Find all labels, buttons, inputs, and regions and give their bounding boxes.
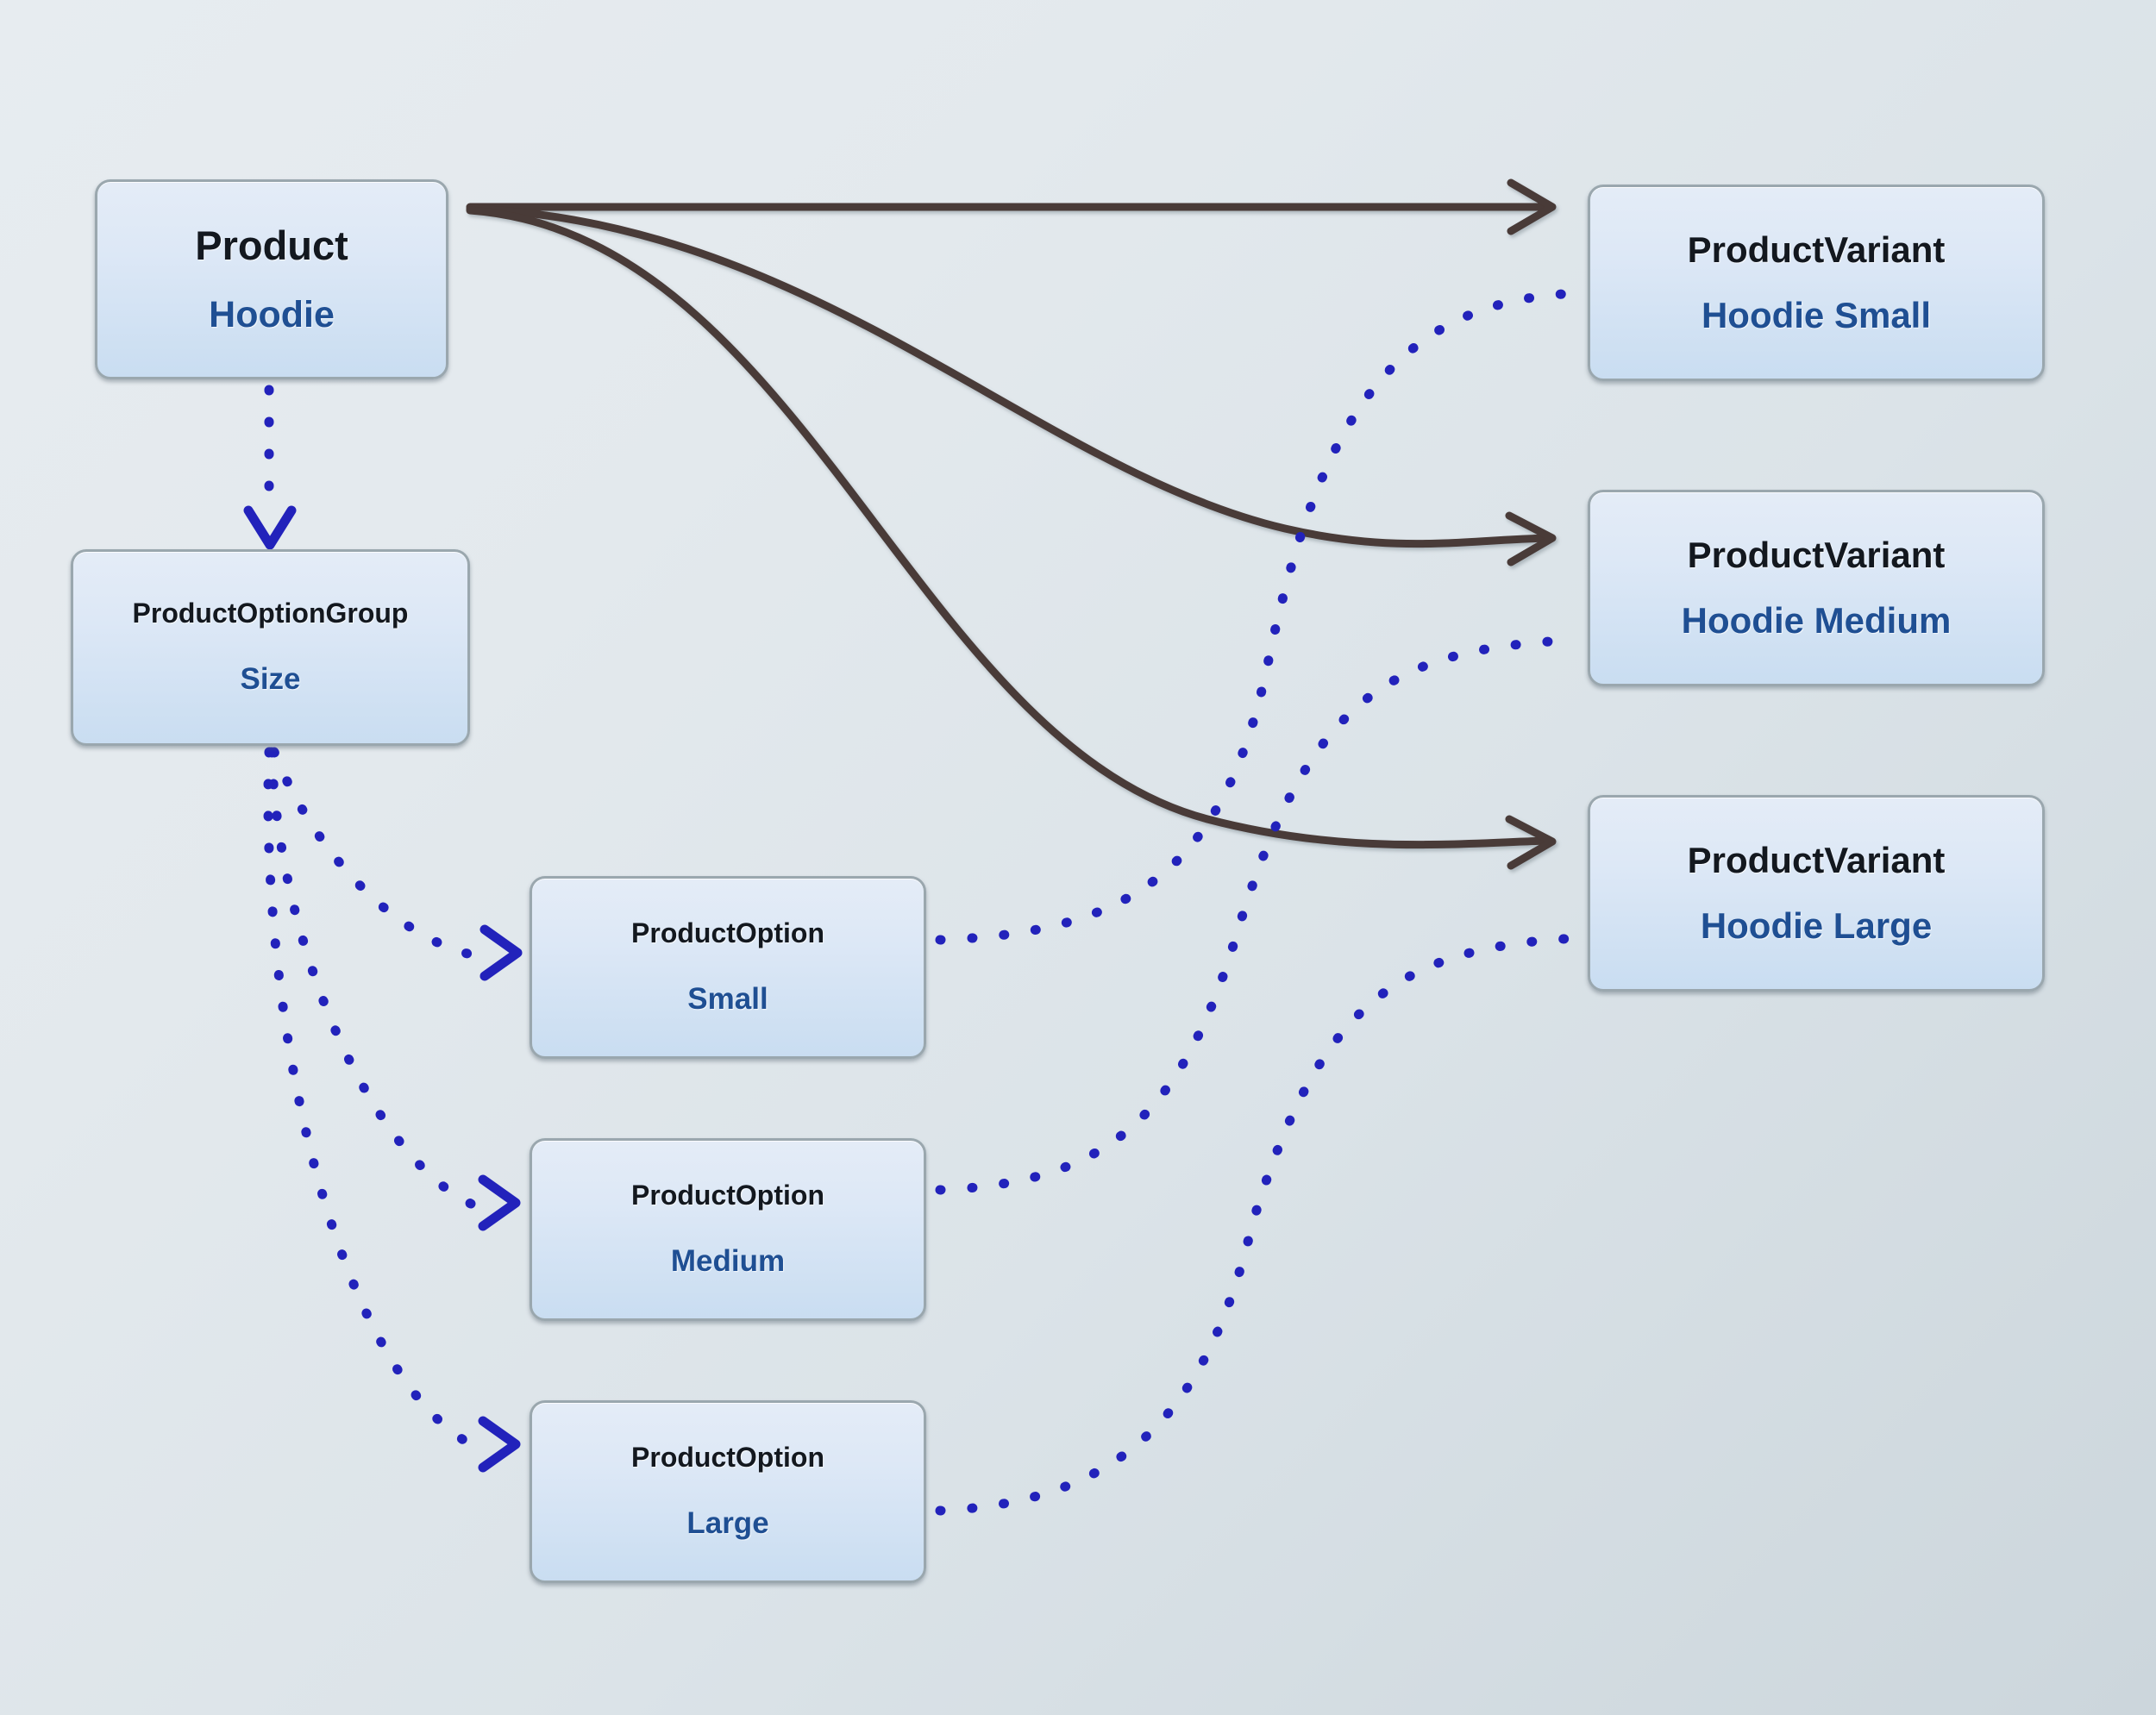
edge-product-to-variant-small — [466, 202, 1552, 211]
node-product-variant-hoodie-medium-type: ProductVariant — [1687, 534, 1946, 575]
node-product-variant-hoodie-large[interactable]: ProductVariant Hoodie Large — [1588, 795, 2045, 992]
node-product-option-small[interactable]: ProductOption Small — [530, 876, 926, 1059]
node-product-option-medium[interactable]: ProductOption Medium — [530, 1138, 926, 1321]
edge-option-medium-to-variant-medium — [935, 635, 1583, 1195]
arrowhead-optiongroup — [243, 505, 297, 550]
node-product-option-medium-type: ProductOption — [631, 1179, 824, 1211]
node-product-variant-hoodie-large-type: ProductVariant — [1687, 839, 1946, 880]
node-product[interactable]: Product Hoodie — [95, 179, 448, 379]
node-product-variant-hoodie-small-type: ProductVariant — [1687, 228, 1946, 270]
node-product-option-small-type: ProductOption — [631, 917, 824, 948]
arrowhead-variant-small — [1507, 178, 1557, 235]
arrowhead-option-large — [478, 1416, 521, 1473]
node-product-option-small-name: Small — [687, 982, 768, 1017]
edge-optiongroup-to-option-large — [263, 747, 484, 1454]
node-product-type: Product — [195, 222, 348, 268]
node-product-option-group-name: Size — [240, 662, 301, 697]
node-product-option-large-name: Large — [686, 1506, 769, 1541]
node-product-variant-hoodie-medium-name: Hoodie Medium — [1681, 600, 1952, 641]
edge-option-small-to-variant-small — [935, 288, 1583, 945]
arrowhead-variant-medium — [1505, 511, 1557, 566]
node-product-option-medium-name: Medium — [670, 1244, 786, 1279]
edge-optiongroup-to-option-small — [269, 747, 488, 962]
arrowhead-option-medium — [478, 1174, 521, 1231]
node-product-name: Hoodie — [209, 294, 335, 336]
node-product-variant-hoodie-large-name: Hoodie Large — [1700, 905, 1933, 946]
node-product-option-large[interactable]: ProductOption Large — [530, 1400, 926, 1583]
arrowhead-option-small — [479, 924, 523, 981]
node-product-variant-hoodie-medium[interactable]: ProductVariant Hoodie Medium — [1588, 490, 2045, 686]
edge-option-large-to-variant-large — [935, 933, 1583, 1516]
node-product-variant-hoodie-small[interactable]: ProductVariant Hoodie Small — [1588, 185, 2045, 381]
node-product-option-large-type: ProductOption — [631, 1441, 824, 1473]
arrowhead-variant-large — [1505, 815, 1557, 870]
edge-optiongroup-to-option-medium — [266, 747, 484, 1212]
edge-product-to-variant-medium — [466, 204, 1552, 548]
node-product-option-group[interactable]: ProductOptionGroup Size — [71, 549, 470, 746]
node-product-variant-hoodie-small-name: Hoodie Small — [1701, 295, 1932, 335]
node-product-option-group-type: ProductOptionGroup — [132, 597, 409, 629]
edge-product-to-variant-large — [466, 206, 1552, 849]
